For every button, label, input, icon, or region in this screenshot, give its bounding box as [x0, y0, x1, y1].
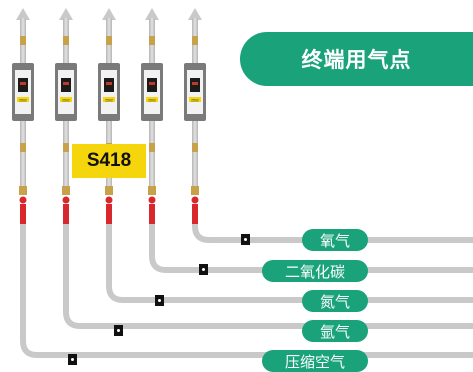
inlet-pipe — [20, 152, 26, 186]
display-label-text: 2502 — [191, 99, 199, 103]
valve-body — [105, 186, 113, 195]
display-label-plate — [146, 97, 158, 102]
valve-mark-oxygen — [241, 234, 250, 245]
banner-title: 终端用气点 — [301, 48, 412, 72]
inlet-pipe — [63, 152, 69, 186]
valve-handle-icon — [191, 196, 199, 204]
display-label-plate — [103, 97, 115, 102]
valve-mark-nitrogen — [155, 295, 164, 306]
regulator-panels: 2502 2502 2502 2502 2502 — [12, 8, 206, 224]
inlet-pipe — [149, 152, 155, 186]
valve-body — [19, 186, 27, 195]
gas-line-co2 — [149, 219, 473, 273]
brass-fitting — [20, 143, 26, 152]
gas-line-argon — [63, 219, 473, 329]
valve-mark-argon — [114, 325, 123, 336]
terminal-point-banner: 终端用气点 — [240, 32, 473, 86]
valve-mark-compressed-air — [68, 354, 77, 365]
flow-arrow-icon — [59, 8, 73, 20]
gas-line-oxygen — [192, 219, 473, 243]
gas-label-compressed-air: 压缩空气 — [262, 350, 368, 372]
display-label-text: 2502 — [148, 99, 156, 103]
outlet-pipe — [20, 45, 26, 63]
outlet-pipe — [63, 45, 69, 63]
regulator-compressed-air: 2502 — [12, 8, 34, 224]
gas-line-nitrogen — [106, 219, 473, 303]
display-label-plate — [60, 97, 72, 102]
display-label-text: 2502 — [62, 99, 70, 103]
regulator-co2: 2502 — [141, 8, 163, 224]
valve-handle-icon — [19, 196, 27, 204]
outlet-pipe — [192, 45, 198, 63]
gauge-indicator — [20, 82, 26, 85]
gauge-indicator — [63, 82, 69, 85]
brass-fitting — [149, 36, 155, 45]
gas-label-oxygen: 氧气 — [302, 229, 368, 251]
regulator-oxygen: 2502 — [184, 8, 206, 224]
valve-handle-icon — [105, 196, 113, 204]
inlet-pipe — [192, 152, 198, 186]
gauge-indicator — [106, 82, 112, 85]
valve-body — [148, 186, 156, 195]
outlet-pipe — [192, 18, 198, 36]
gas-label-nitrogen: 氮气 — [302, 290, 368, 312]
gauge-indicator — [192, 82, 198, 85]
regulator-nitrogen: 2502 — [98, 8, 120, 224]
inlet-pipe — [149, 121, 155, 143]
red-hose — [106, 204, 112, 224]
outlet-pipe — [106, 18, 112, 36]
brass-fitting — [63, 36, 69, 45]
brass-fitting — [192, 36, 198, 45]
outlet-pipe — [20, 18, 26, 36]
brass-fitting — [149, 143, 155, 152]
model-tag: S418 — [72, 144, 146, 178]
outlet-pipe — [63, 18, 69, 36]
brass-fitting — [20, 36, 26, 45]
flow-arrow-icon — [102, 8, 116, 20]
flow-arrow-icon — [145, 8, 159, 20]
brass-fitting — [106, 36, 112, 45]
display-label-text: 2502 — [105, 99, 113, 103]
valve-handle-icon — [62, 196, 70, 204]
valve-body — [191, 186, 199, 195]
gas-label-argon: 氩气 — [302, 320, 368, 342]
valve-body — [62, 186, 70, 195]
display-label-plate — [189, 97, 201, 102]
gas-line-compressed-air — [20, 219, 473, 358]
inlet-pipe — [63, 121, 69, 143]
regulator-argon: 2502 — [55, 8, 77, 224]
display-label-text: 2502 — [19, 99, 27, 103]
display-label-plate — [17, 97, 29, 102]
brass-fitting — [63, 143, 69, 152]
red-hose — [63, 204, 69, 224]
inlet-pipe — [106, 121, 112, 143]
red-hose — [192, 204, 198, 224]
inlet-pipe — [192, 121, 198, 143]
brass-fitting — [192, 143, 198, 152]
outlet-pipe — [149, 18, 155, 36]
inlet-pipe — [20, 121, 26, 143]
valve-mark-co2 — [199, 264, 208, 275]
gauge-indicator — [149, 82, 155, 85]
valve-handle-icon — [148, 196, 156, 204]
model-label: S418 — [86, 150, 132, 171]
outlet-pipe — [149, 45, 155, 63]
red-hose — [149, 204, 155, 224]
flow-arrow-icon — [188, 8, 202, 20]
gas-label-co2: 二氧化碳 — [262, 260, 368, 282]
outlet-pipe — [106, 45, 112, 63]
flow-arrow-icon — [16, 8, 30, 20]
red-hose — [20, 204, 26, 224]
pipe-network — [20, 219, 473, 358]
